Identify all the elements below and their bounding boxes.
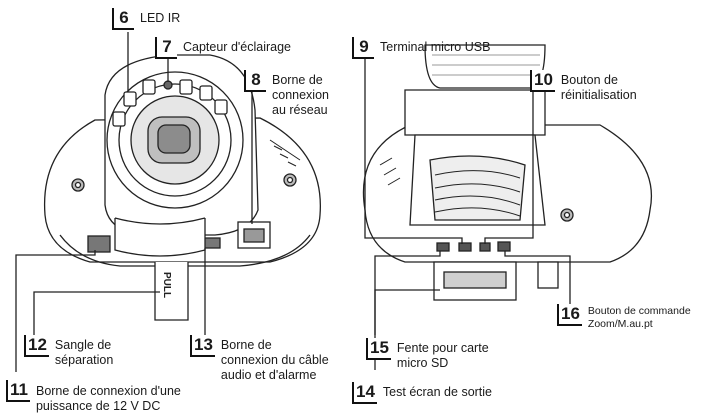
leader-lines [15, 32, 571, 372]
callout-label: Bouton de commande Zoom/M.au.pt [587, 305, 691, 330]
test-monitor-output [436, 242, 450, 252]
left-base-screw [286, 176, 294, 184]
callout-label: Fente pour carte micro SD [396, 341, 489, 370]
right-box-body [404, 89, 546, 136]
callout-8: 8 Borne de connexion au réseau [244, 70, 329, 118]
callout-label: LED IR [140, 11, 181, 25]
illumination-sensor [163, 80, 173, 90]
callout-6: 6 LED IR [112, 8, 180, 30]
callout-number: 13 [190, 335, 215, 357]
callout-14: 14 Test écran de sortie [352, 382, 492, 404]
callout-number: 10 [530, 70, 555, 92]
callout-number: 16 [557, 304, 582, 326]
callout-label: Sangle de séparation [54, 338, 114, 367]
left-base-screw [74, 181, 82, 189]
callout-number: 6 [112, 8, 134, 30]
callout-10: 10 Bouton de réinitialisation [530, 70, 637, 103]
separation-strap [154, 262, 189, 321]
strap-label: PULL [161, 272, 172, 298]
power-connector [87, 235, 111, 253]
callout-number: 15 [366, 338, 391, 360]
right-base-screw [563, 211, 571, 219]
zoom-focus-button [497, 241, 511, 252]
callout-label: Borne de connexion au réseau [272, 73, 329, 117]
callout-number: 7 [155, 37, 177, 59]
callout-number: 8 [244, 70, 266, 92]
micro-usb-terminal [458, 242, 472, 252]
callout-label: Capteur d'éclairage [183, 40, 292, 54]
callout-number: 9 [352, 37, 374, 59]
callout-number: 12 [24, 335, 49, 357]
ir-led-array [112, 79, 228, 127]
callout-number: 14 [352, 382, 377, 404]
left-base-scale [269, 139, 301, 167]
callout-label: Terminal micro USB [380, 40, 491, 54]
right-camera [362, 44, 652, 301]
callout-9: 9 Terminal micro USB [352, 37, 490, 59]
callout-12: 12 Sangle de séparation [24, 335, 113, 368]
callout-label: Borne de connexion d'une puissance de 12… [35, 384, 181, 413]
callout-label: Borne de connexion du câble audio et d'a… [220, 338, 329, 382]
callout-15: 15 Fente pour carte micro SD [366, 338, 489, 371]
callout-number: 11 [6, 380, 30, 402]
callout-13: 13 Borne de connexion du câble audio et … [190, 335, 329, 383]
callout-7: 7 Capteur d'éclairage [155, 37, 291, 59]
right-base-scale [379, 157, 401, 186]
callout-label: Test écran de sortie [382, 385, 493, 399]
callout-label: Bouton de réinitialisation [560, 73, 637, 102]
callout-16: 16 Bouton de commande Zoom/M.au.pt [557, 304, 691, 331]
reset-button [479, 242, 491, 252]
left-base-rim [59, 234, 311, 267]
